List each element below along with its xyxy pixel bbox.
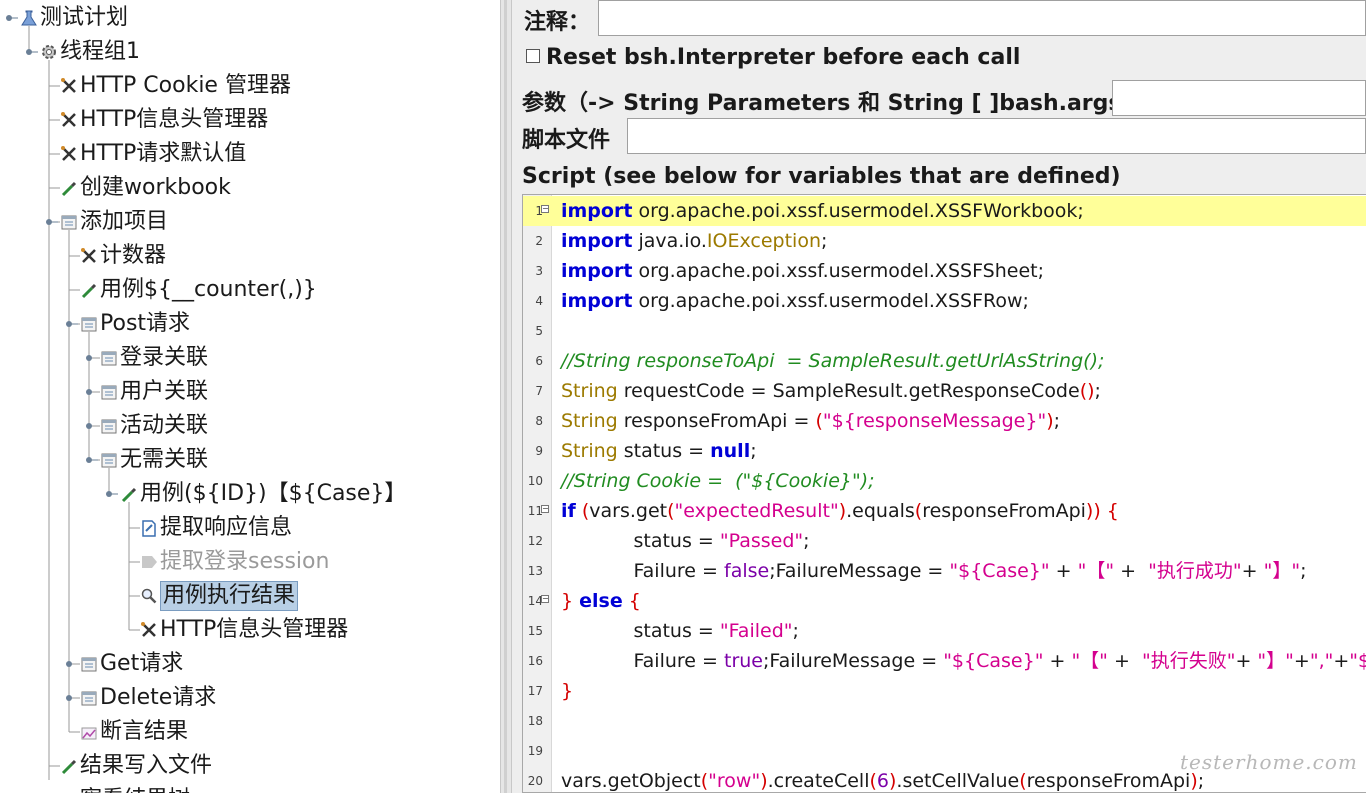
tree-node-case-id[interactable]: 用例(${ID})【${Case}】 xyxy=(120,477,406,511)
tree-node-no-link[interactable]: 无需关联 xyxy=(100,443,208,477)
tree-node-thread-group[interactable]: 线程组1 xyxy=(40,35,140,69)
tree-node-delete-request[interactable]: Delete请求 xyxy=(80,681,216,715)
tree-node-user-link[interactable]: 用户关联 xyxy=(100,375,208,409)
tree-node-header-manager-2[interactable]: HTTP信息头管理器 xyxy=(140,613,348,647)
tree-node-extract-response[interactable]: 提取响应信息 xyxy=(140,511,292,545)
script-file-label: 脚本文件 xyxy=(522,128,611,153)
tools-icon xyxy=(140,620,158,640)
code-line: 6 //String responseToApi = SampleResult.… xyxy=(535,350,1105,372)
code-line: 17 } xyxy=(527,680,574,702)
code-line: 1− import org.apache.poi.xssf.usermodel.… xyxy=(523,196,1366,226)
code-line: 12 status = "Passed"; xyxy=(527,530,810,552)
code-line: 20 vars.getObject("row").createCell(6).s… xyxy=(527,770,1205,792)
extractor-disabled-icon xyxy=(140,552,158,572)
controller-icon xyxy=(100,348,118,368)
tree-node-login-link[interactable]: 登录关联 xyxy=(100,341,208,375)
tree-node-header-manager[interactable]: HTTP信息头管理器 xyxy=(60,103,268,137)
line-number-gutter xyxy=(523,195,552,792)
pipette-icon xyxy=(120,484,138,504)
comment-label: 注释： xyxy=(524,10,591,35)
tree-node-case-counter[interactable]: 用例${__counter(,)} xyxy=(80,273,317,307)
reset-interpreter-option[interactable]: Reset bsh.Interpreter before each call xyxy=(526,45,1020,70)
code-line: 3 import org.apache.poi.xssf.usermodel.X… xyxy=(535,260,1044,282)
tree-node-extract-session[interactable]: 提取登录session xyxy=(140,545,329,579)
reset-interpreter-checkbox[interactable] xyxy=(526,49,540,63)
tools-icon xyxy=(60,144,78,164)
magnifier-icon xyxy=(140,586,158,606)
test-plan-tree[interactable]: 测试计划 线程组1 HTTP Cookie 管理器 HTTP信息头管理器 HTT… xyxy=(0,0,500,793)
controller-icon xyxy=(100,382,118,402)
pipette-icon xyxy=(60,756,78,776)
tree-node-assertion-results[interactable]: 断言结果 xyxy=(80,715,188,749)
code-line: 16 Failure = true;FailureMessage = "${Ca… xyxy=(527,650,1366,672)
code-line: 10 //String Cookie = ("${Cookie}"); xyxy=(527,470,875,492)
beanshell-panel: 注释： Reset bsh.Interpreter before each ca… xyxy=(512,0,1366,793)
watermark: testerhome.com xyxy=(1180,750,1358,774)
code-line: 13 Failure = false;FailureMessage = "${C… xyxy=(527,560,1307,582)
tools-icon xyxy=(80,246,98,266)
code-line: 5 xyxy=(535,324,543,338)
code-line: 19 xyxy=(527,744,543,758)
fold-toggle-icon[interactable]: − xyxy=(541,594,549,603)
code-line: 2 import java.io.IOException; xyxy=(535,230,828,252)
tree-node-post-request[interactable]: Post请求 xyxy=(80,307,190,341)
gear-icon xyxy=(40,42,58,62)
tree-node-write-results[interactable]: 结果写入文件 xyxy=(60,749,212,783)
tools-icon xyxy=(60,110,78,130)
code-line: 7 String requestCode = SampleResult.getR… xyxy=(535,380,1101,402)
fold-toggle-icon[interactable]: − xyxy=(541,504,549,513)
tools-icon xyxy=(60,76,78,96)
pipette-icon xyxy=(60,178,78,198)
code-line: 14− } else { xyxy=(527,590,641,612)
fold-toggle-icon[interactable]: − xyxy=(541,204,549,213)
controller-icon xyxy=(80,688,98,708)
script-editor[interactable]: 1− import org.apache.poi.xssf.usermodel.… xyxy=(522,194,1366,793)
extractor-icon xyxy=(140,518,158,538)
tree-node-get-request[interactable]: Get请求 xyxy=(80,647,183,681)
code-line: 9 String status = null; xyxy=(535,440,757,462)
tree-node-counter[interactable]: 计数器 xyxy=(80,239,166,273)
tree-node-case-result[interactable]: 用例执行结果 xyxy=(140,579,299,613)
tree-connector-lines xyxy=(6,15,140,780)
controller-icon xyxy=(60,212,78,232)
code-line: 18 xyxy=(527,714,543,728)
comment-input[interactable] xyxy=(598,0,1366,36)
script-file-input[interactable] xyxy=(627,118,1366,154)
controller-icon xyxy=(80,314,98,334)
tree-node-activity-link[interactable]: 活动关联 xyxy=(100,409,208,443)
tree-node-cookie-manager[interactable]: HTTP Cookie 管理器 xyxy=(60,69,291,103)
code-line: 8 String responseFromApi = ("${responseM… xyxy=(535,410,1061,432)
code-line: 15 status = "Failed"; xyxy=(527,620,799,642)
tree-node-test-plan[interactable]: 测试计划 xyxy=(20,1,128,35)
params-input[interactable] xyxy=(1112,80,1366,116)
tree-node-create-workbook[interactable]: 创建workbook xyxy=(60,171,231,205)
code-line: 4 import org.apache.poi.xssf.usermodel.X… xyxy=(535,290,1029,312)
controller-icon xyxy=(100,416,118,436)
tree-node-http-defaults[interactable]: HTTP请求默认值 xyxy=(60,137,246,171)
flask-icon xyxy=(20,8,38,28)
controller-icon xyxy=(100,450,118,470)
pane-splitter-grip xyxy=(504,0,507,793)
code-line: 11− if (vars.get("expectedResult").equal… xyxy=(527,500,1119,522)
tree-node-add-item[interactable]: 添加项目 xyxy=(60,205,168,239)
script-label: Script (see below for variables that are… xyxy=(522,164,1121,189)
chart-icon xyxy=(80,722,98,742)
controller-icon xyxy=(80,654,98,674)
tree-node-view-results-tree[interactable]: 察看结果树 xyxy=(60,783,190,793)
pipette-icon xyxy=(80,280,98,300)
params-label: 参数（-> String Parameters 和 String [ ]bash… xyxy=(522,91,1144,116)
